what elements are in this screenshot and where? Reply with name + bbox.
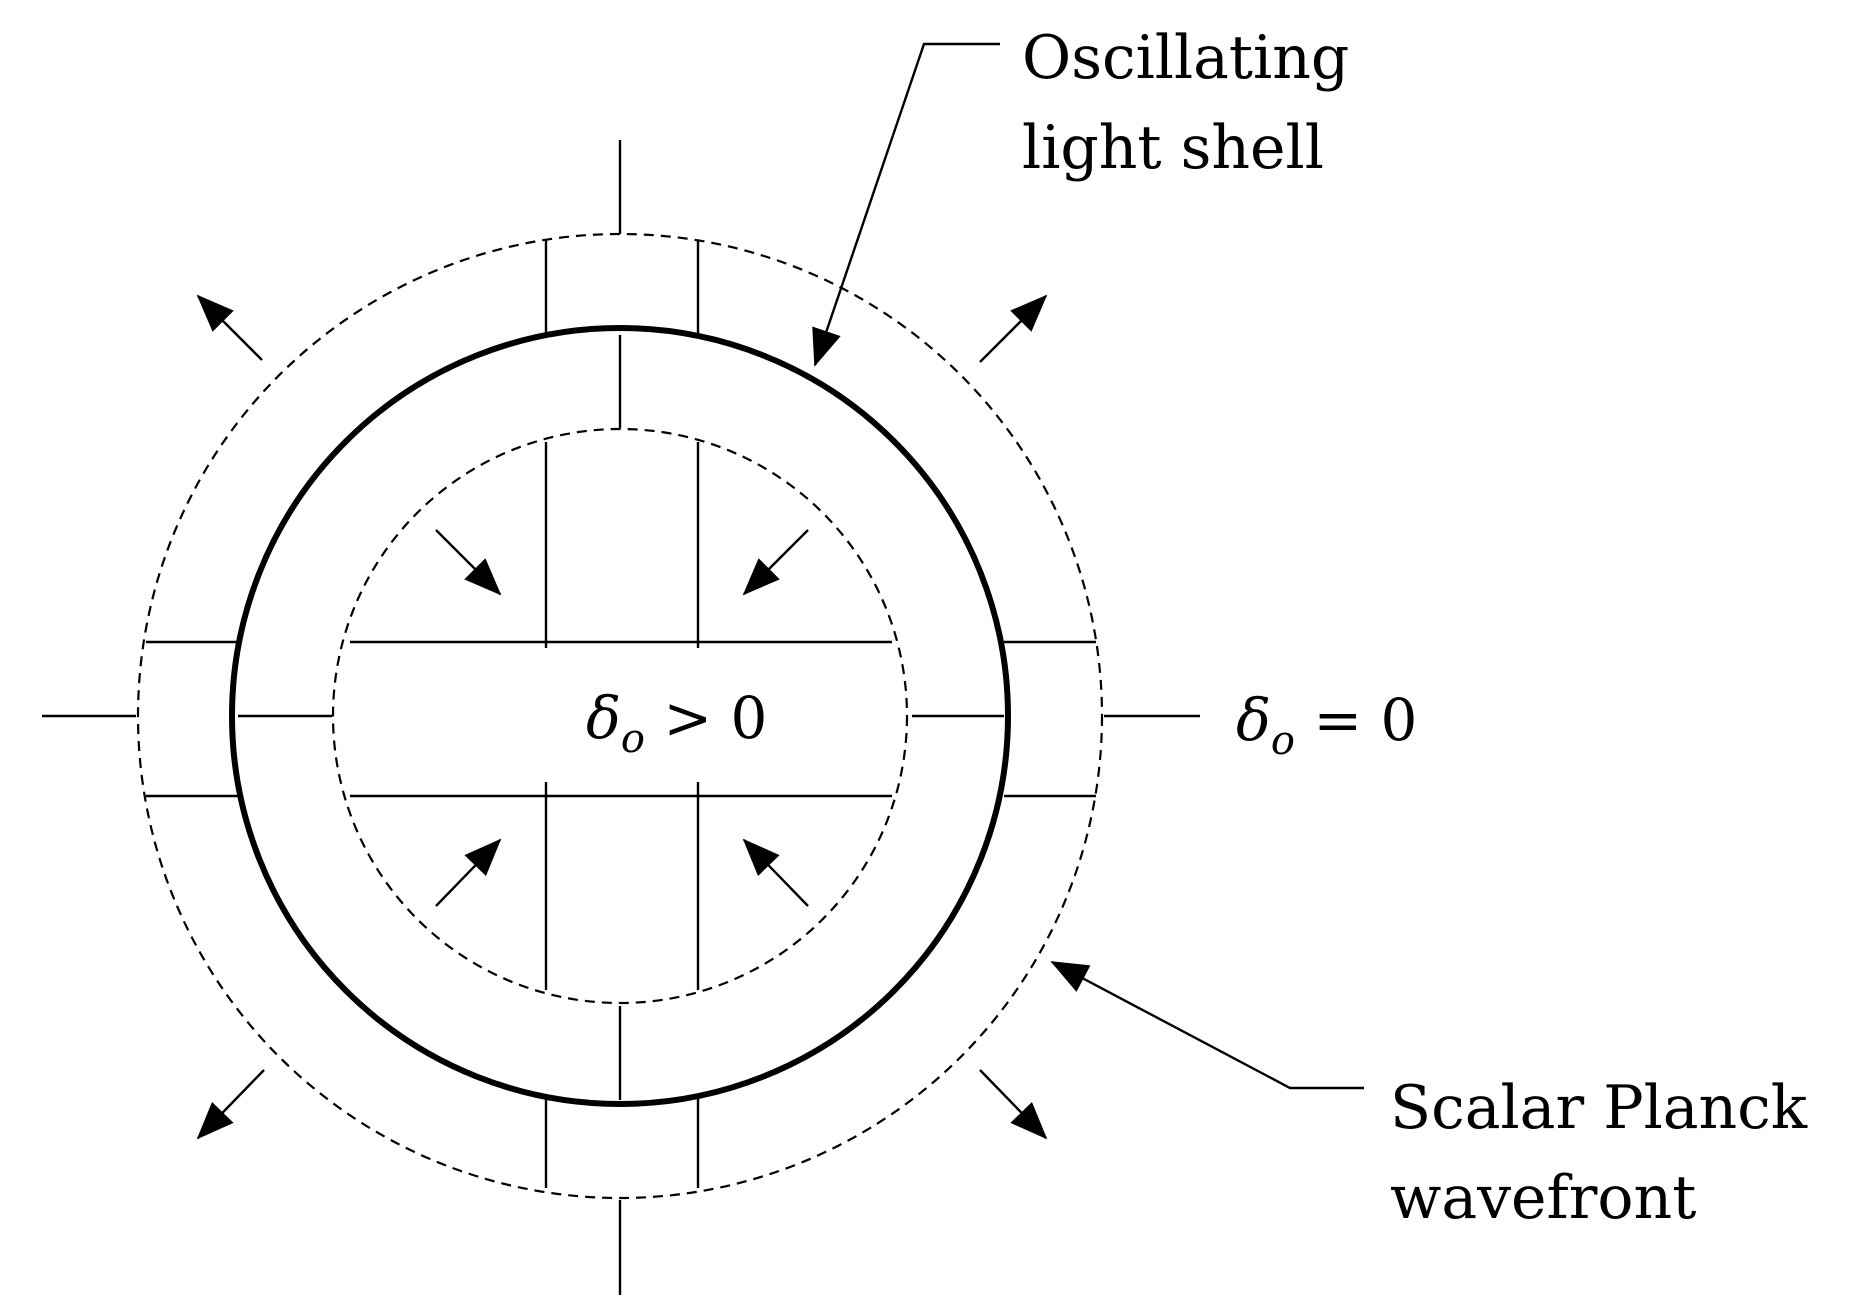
outer-delta-symbol: δ: [1236, 686, 1271, 754]
outward-arrows: [196, 294, 1048, 1140]
outer-delta-relation: = 0: [1295, 686, 1417, 754]
shell-label-line1: Oscillating: [1022, 23, 1349, 93]
shell-label-line2: light shell: [1022, 113, 1324, 183]
wavefront-leader: [1050, 960, 1364, 1090]
inner-delta-label: δo > 0: [586, 684, 767, 762]
top-band-lines: [544, 240, 700, 648]
outer-delta-label: δo = 0: [1236, 686, 1417, 764]
inner-delta-subscript: o: [621, 716, 645, 762]
wavefront-label-line1: Scalar Planck: [1390, 1073, 1808, 1143]
light-shell-circle: [229, 325, 1011, 1107]
shell-leader: [812, 42, 1000, 367]
inward-arrows: [435, 529, 809, 907]
inner-dashed-circle: [331, 427, 909, 1005]
wavefront-label-line2: wavefront: [1390, 1163, 1696, 1233]
bottom-band-lines: [544, 782, 700, 1188]
inner-delta-relation: > 0: [645, 684, 767, 752]
outer-delta-subscript: o: [1271, 718, 1295, 764]
inner-delta-symbol: δ: [586, 684, 621, 752]
side-band-lines: [146, 640, 1096, 798]
